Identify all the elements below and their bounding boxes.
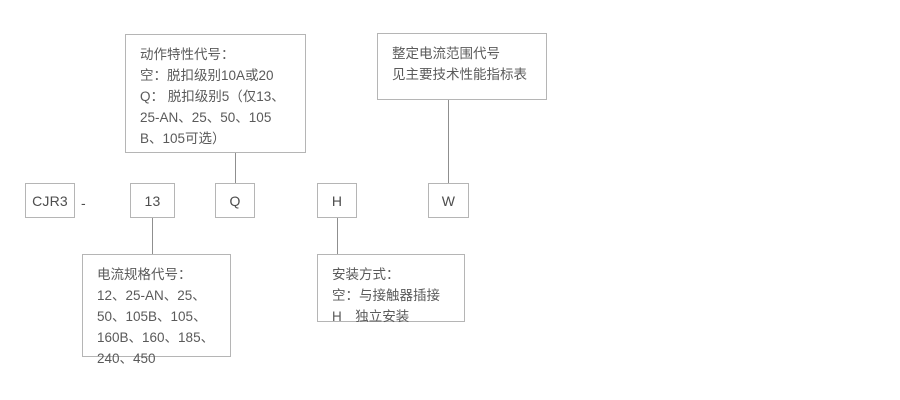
connector-mounting-method xyxy=(337,218,338,254)
separator-dash: - xyxy=(81,195,86,211)
note-trip-characteristic: 动作特性代号： 空：脱扣级别10A或20 Q： 脱扣级别5（仅13、 25-AN… xyxy=(125,34,306,153)
code-box-current-spec: 13 xyxy=(130,183,175,218)
connector-trip-characteristic xyxy=(235,153,236,183)
code-box-trip-characteristic: Q xyxy=(215,183,255,218)
note-current-spec: 电流规格代号： 12、25-AN、25、 50、105B、105、 160B、1… xyxy=(82,254,231,366)
code-box-current-range: W xyxy=(428,183,469,218)
note-current-range: 整定电流范围代号 见主要技术性能指标表 xyxy=(377,33,547,100)
connector-current-spec xyxy=(152,218,153,254)
connector-current-range xyxy=(448,100,449,183)
note-mounting-method: 安装方式： 空：与接触器插接 H 独立安装 xyxy=(317,254,465,324)
code-box-series: CJR3 xyxy=(25,183,75,218)
code-box-mounting: H xyxy=(317,183,357,218)
